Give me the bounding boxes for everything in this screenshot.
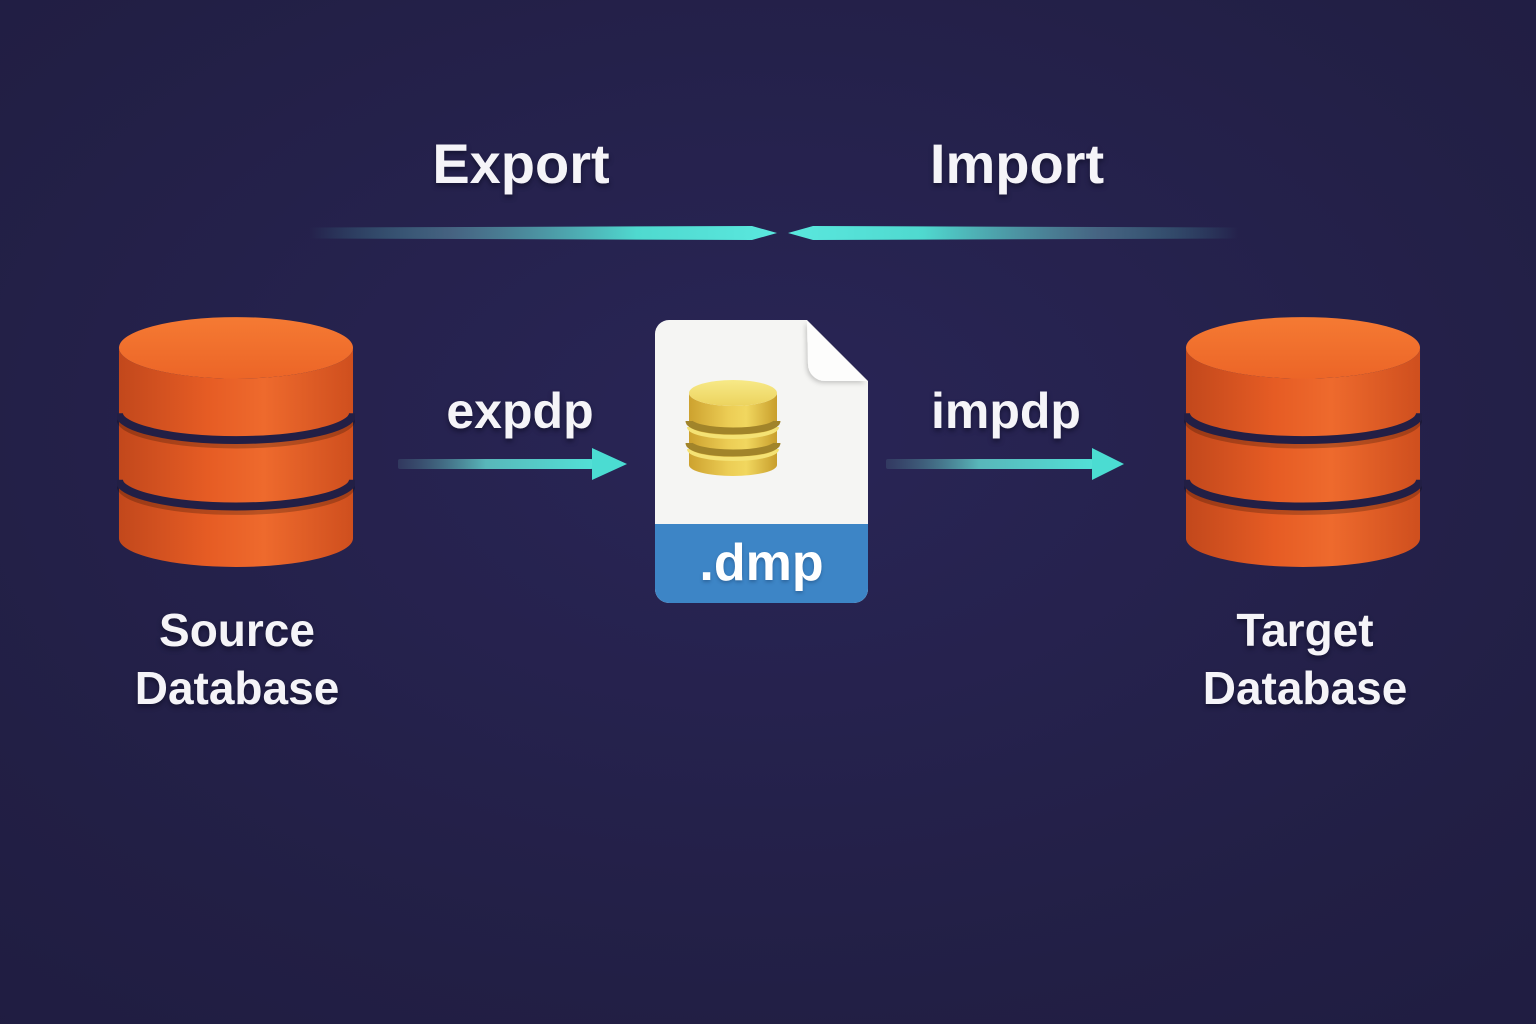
expdp-command-label: expdp [446, 383, 594, 439]
export-flow-line [310, 226, 777, 240]
file-extension-label: .dmp [699, 534, 824, 592]
target-database-label-line2: Database [1202, 662, 1408, 714]
file-fold-corner-icon [807, 321, 867, 381]
expdp-arrow-icon [396, 444, 630, 484]
gold-database-icon [685, 380, 781, 476]
target-database-label-line1: Target [1236, 604, 1374, 656]
phase-divider-lines [300, 224, 1250, 242]
dump-file-icon [655, 320, 868, 603]
source-database-label: Source Database [77, 601, 397, 717]
export-phase-label: Export [432, 132, 610, 195]
source-database-label-line1: Source [159, 604, 315, 656]
target-database-icon [1184, 317, 1422, 571]
import-phase-label: Import [929, 132, 1105, 195]
import-flow-line [788, 226, 1238, 240]
source-database-icon [117, 317, 355, 571]
impdp-command-label: impdp [931, 383, 1081, 439]
target-database-label: Target Database [1145, 601, 1465, 717]
impdp-arrow-icon [884, 444, 1126, 484]
source-database-label-line2: Database [134, 662, 340, 714]
file-extension-band [655, 524, 868, 603]
